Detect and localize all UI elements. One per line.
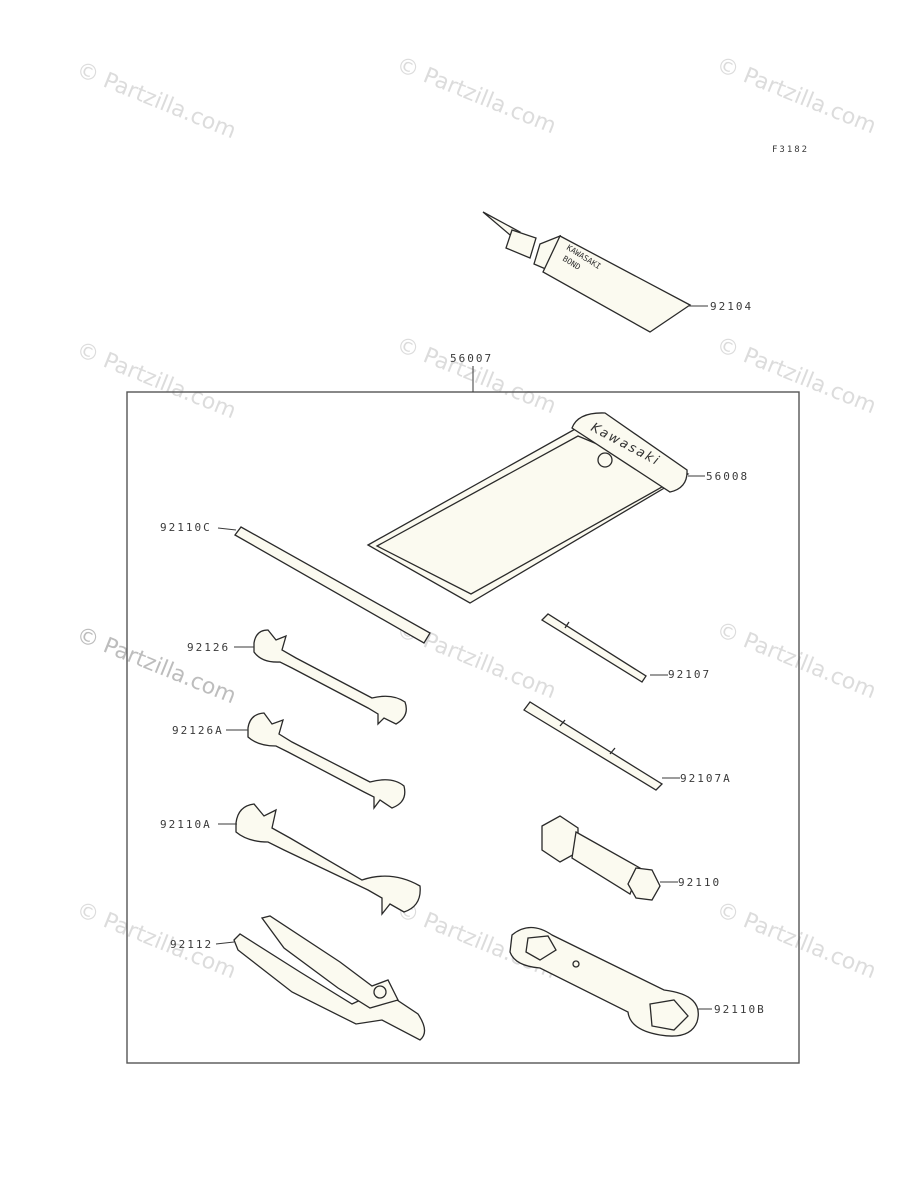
leader-92110C <box>217 527 237 531</box>
part-label-56007[interactable]: 56007 <box>450 352 493 365</box>
handle-body <box>523 701 664 791</box>
large-hex-opening <box>649 999 689 1031</box>
pliers-92112[interactable] <box>215 915 426 1041</box>
screwdriver-handle-92107A[interactable] <box>523 701 680 791</box>
wrench-body <box>247 712 406 810</box>
part-label-92110[interactable]: 92110 <box>678 876 721 889</box>
watermark: © Partzilla.com <box>393 52 560 139</box>
wrench-small-hex <box>627 867 661 901</box>
bar-shaft <box>234 526 431 644</box>
wrench-92126[interactable] <box>234 629 407 726</box>
screwdriver-shaft <box>540 613 647 683</box>
part-label-92110C[interactable]: 92110C <box>160 521 212 534</box>
part-label-92112[interactable]: 92112 <box>170 938 213 951</box>
part-label-92110B[interactable]: 92110B <box>714 1003 766 1016</box>
wrench-92126A[interactable] <box>226 712 406 810</box>
pouch-snap-button <box>597 452 613 468</box>
watermark: © Partzilla.com <box>393 332 560 419</box>
tommy-bar-92110C[interactable] <box>217 526 431 644</box>
part-label-92110A[interactable]: 92110A <box>160 818 212 831</box>
watermark: © Partzilla.com <box>713 897 880 984</box>
pouch-body <box>366 427 690 604</box>
pliers-pivot <box>373 985 387 999</box>
box-wrench-92110B[interactable] <box>509 926 712 1037</box>
watermark: © Partzilla.com <box>713 52 880 139</box>
tool-pouch-56008[interactable]: Kawasaki <box>366 412 705 604</box>
part-label-92126A[interactable]: 92126A <box>172 724 224 737</box>
plug-wrench-92110[interactable] <box>541 815 678 901</box>
part-label-92107A[interactable]: 92107A <box>680 772 732 785</box>
watermark: © Partzilla.com <box>73 57 240 144</box>
tube-body <box>542 235 692 333</box>
box-wrench-hole <box>572 960 580 968</box>
box-wrench-body <box>509 926 699 1037</box>
part-label-92107[interactable]: 92107 <box>668 668 711 681</box>
pliers-upper-handle <box>260 915 399 1009</box>
tube-cap <box>505 229 537 259</box>
screwdriver-92107[interactable] <box>540 613 668 683</box>
wrench-body <box>235 803 421 916</box>
watermark: © Partzilla.com <box>73 337 240 424</box>
part-label-92104[interactable]: 92104 <box>710 300 753 313</box>
kit-frame <box>126 391 800 1064</box>
leader-92112 <box>215 941 235 945</box>
wrench-body <box>253 629 407 726</box>
shaft-groove <box>564 621 570 629</box>
watermark: © Partzilla.com <box>713 617 880 704</box>
small-hex-opening <box>525 935 557 961</box>
pliers-lower-handle <box>233 933 426 1041</box>
pouch-flap <box>571 412 688 493</box>
watermark: © Partzilla.com <box>73 897 240 984</box>
wrench-tube <box>571 830 641 895</box>
part-label-92126[interactable]: 92126 <box>187 641 230 654</box>
figure-code: F3182 <box>772 145 809 155</box>
watermark: © Partzilla.com <box>713 332 880 419</box>
bond-tube-92104[interactable]: KAWASAKI BOND <box>482 211 708 333</box>
watermark: © Partzilla.com <box>73 622 240 709</box>
wrench-92110A[interactable] <box>218 803 421 916</box>
handle-grooves <box>559 719 616 755</box>
part-label-56008[interactable]: 56008 <box>706 470 749 483</box>
